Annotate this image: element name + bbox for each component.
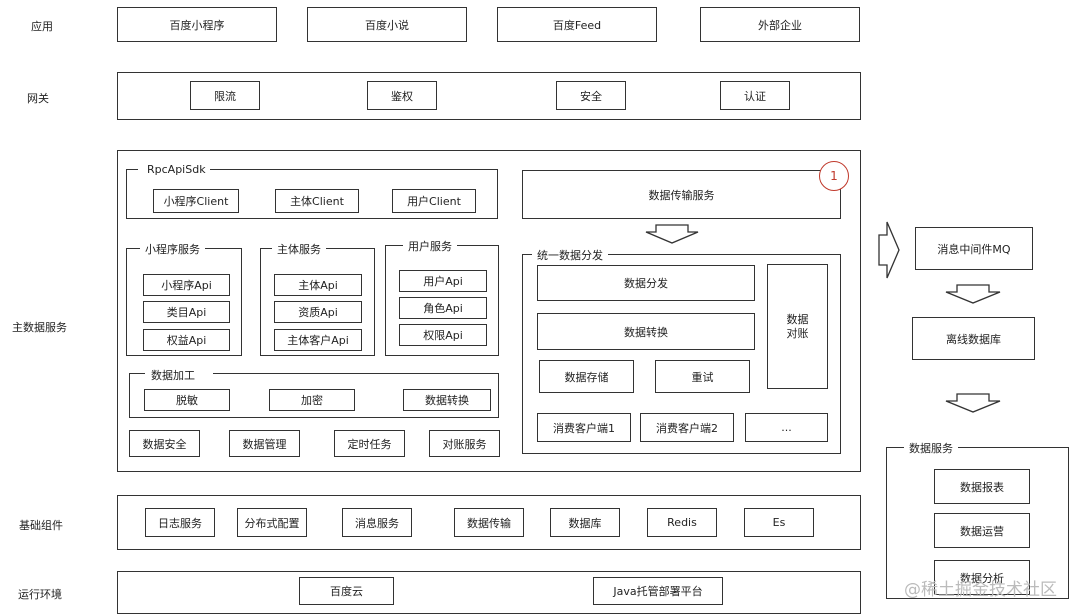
app-external-enterprise: 外部企业 [700, 7, 860, 42]
redis: Redis [647, 508, 717, 537]
runtime-frame [117, 571, 861, 614]
message-queue-mq: 消息中间件MQ [915, 227, 1033, 270]
layer-label-master: 主数据服务 [12, 321, 67, 334]
data-transfer-service: 数据传输服务 [522, 170, 841, 219]
layer-label-runtime: 运行环境 [18, 588, 62, 601]
qualification-api: 资质Api [274, 301, 362, 323]
offline-database: 离线数据库 [912, 317, 1035, 360]
subject-customer-api: 主体客户Api [274, 329, 362, 351]
subject-service-title: 主体服务 [272, 241, 326, 257]
dispatch-box: 数据分发 [537, 265, 755, 301]
sdk-frame [126, 169, 498, 219]
consumer-client-more: ... [745, 413, 828, 442]
right-arrow-icon [878, 221, 900, 279]
app-baidu-miniprogram: 百度小程序 [117, 7, 277, 42]
consumer-client-1: 消费客户端1 [537, 413, 631, 442]
subject-api: 主体Api [274, 274, 362, 296]
data-operation: 数据运营 [934, 513, 1030, 548]
storage-box: 数据存储 [539, 360, 634, 393]
baidu-cloud: 百度云 [299, 577, 394, 605]
database: 数据库 [550, 508, 620, 537]
sdk-miniprogram-client: 小程序Client [153, 189, 239, 213]
message-service: 消息服务 [342, 508, 412, 537]
processing-encrypt: 加密 [269, 389, 355, 411]
distribution-title: 统一数据分发 [532, 247, 608, 263]
consumer-client-2: 消费客户端2 [640, 413, 734, 442]
retry-box: 重试 [655, 360, 750, 393]
role-api: 角色Api [399, 297, 487, 319]
category-api: 类目Api [143, 301, 230, 323]
processing-desensitize: 脱敏 [144, 389, 230, 411]
data-services-frame [886, 447, 1069, 599]
reconcile-service: 对账服务 [429, 430, 500, 457]
sdk-subject-client: 主体Client [275, 189, 359, 213]
scheduled-tasks: 定时任务 [334, 430, 405, 457]
miniprogram-service-title: 小程序服务 [140, 241, 205, 257]
gateway-rate-limit: 限流 [190, 81, 260, 110]
data-analysis: 数据分析 [934, 560, 1030, 595]
distributed-config: 分布式配置 [237, 508, 307, 537]
gateway-auth: 鉴权 [367, 81, 437, 110]
miniprogram-api: 小程序Api [143, 274, 230, 296]
watermark: @稀土掘金技术社区 [904, 580, 1057, 600]
user-service-title: 用户服务 [403, 238, 457, 254]
benefit-api: 权益Api [143, 329, 230, 351]
layer-label-gateway: 网关 [27, 92, 49, 105]
java-hosting-platform: Java托管部署平台 [593, 577, 723, 605]
base-components-frame [117, 495, 861, 550]
down-arrow-icon [645, 224, 699, 244]
user-api: 用户Api [399, 270, 487, 292]
layer-label-base: 基础组件 [19, 519, 63, 532]
data-services-title: 数据服务 [904, 440, 958, 456]
processing-title: 数据加工 [151, 369, 195, 382]
data-transmission: 数据传输 [454, 508, 524, 537]
data-management: 数据管理 [229, 430, 300, 457]
es: Es [744, 508, 814, 537]
reconcile-box: 数据 对账 [767, 264, 828, 389]
app-baidu-novel: 百度小说 [307, 7, 467, 42]
data-report: 数据报表 [934, 469, 1030, 504]
permission-api: 权限Api [399, 324, 487, 346]
distribution-frame [522, 254, 841, 454]
app-baidu-feed: 百度Feed [497, 7, 657, 42]
down-arrow-icon [945, 284, 1001, 304]
gateway-authentication: 认证 [720, 81, 790, 110]
master-data-frame [117, 150, 861, 472]
gateway-security: 安全 [556, 81, 626, 110]
sdk-title: RpcApiSdk [147, 163, 206, 176]
convert-box: 数据转换 [537, 313, 755, 350]
gateway-frame [117, 72, 861, 120]
layer-label-app: 应用 [31, 20, 53, 33]
log-service: 日志服务 [145, 508, 215, 537]
sdk-user-client: 用户Client [392, 189, 476, 213]
number-badge: 1 [819, 161, 849, 191]
down-arrow-icon [945, 393, 1001, 413]
processing-convert: 数据转换 [403, 389, 491, 411]
data-security: 数据安全 [129, 430, 200, 457]
processing-frame [129, 373, 499, 418]
